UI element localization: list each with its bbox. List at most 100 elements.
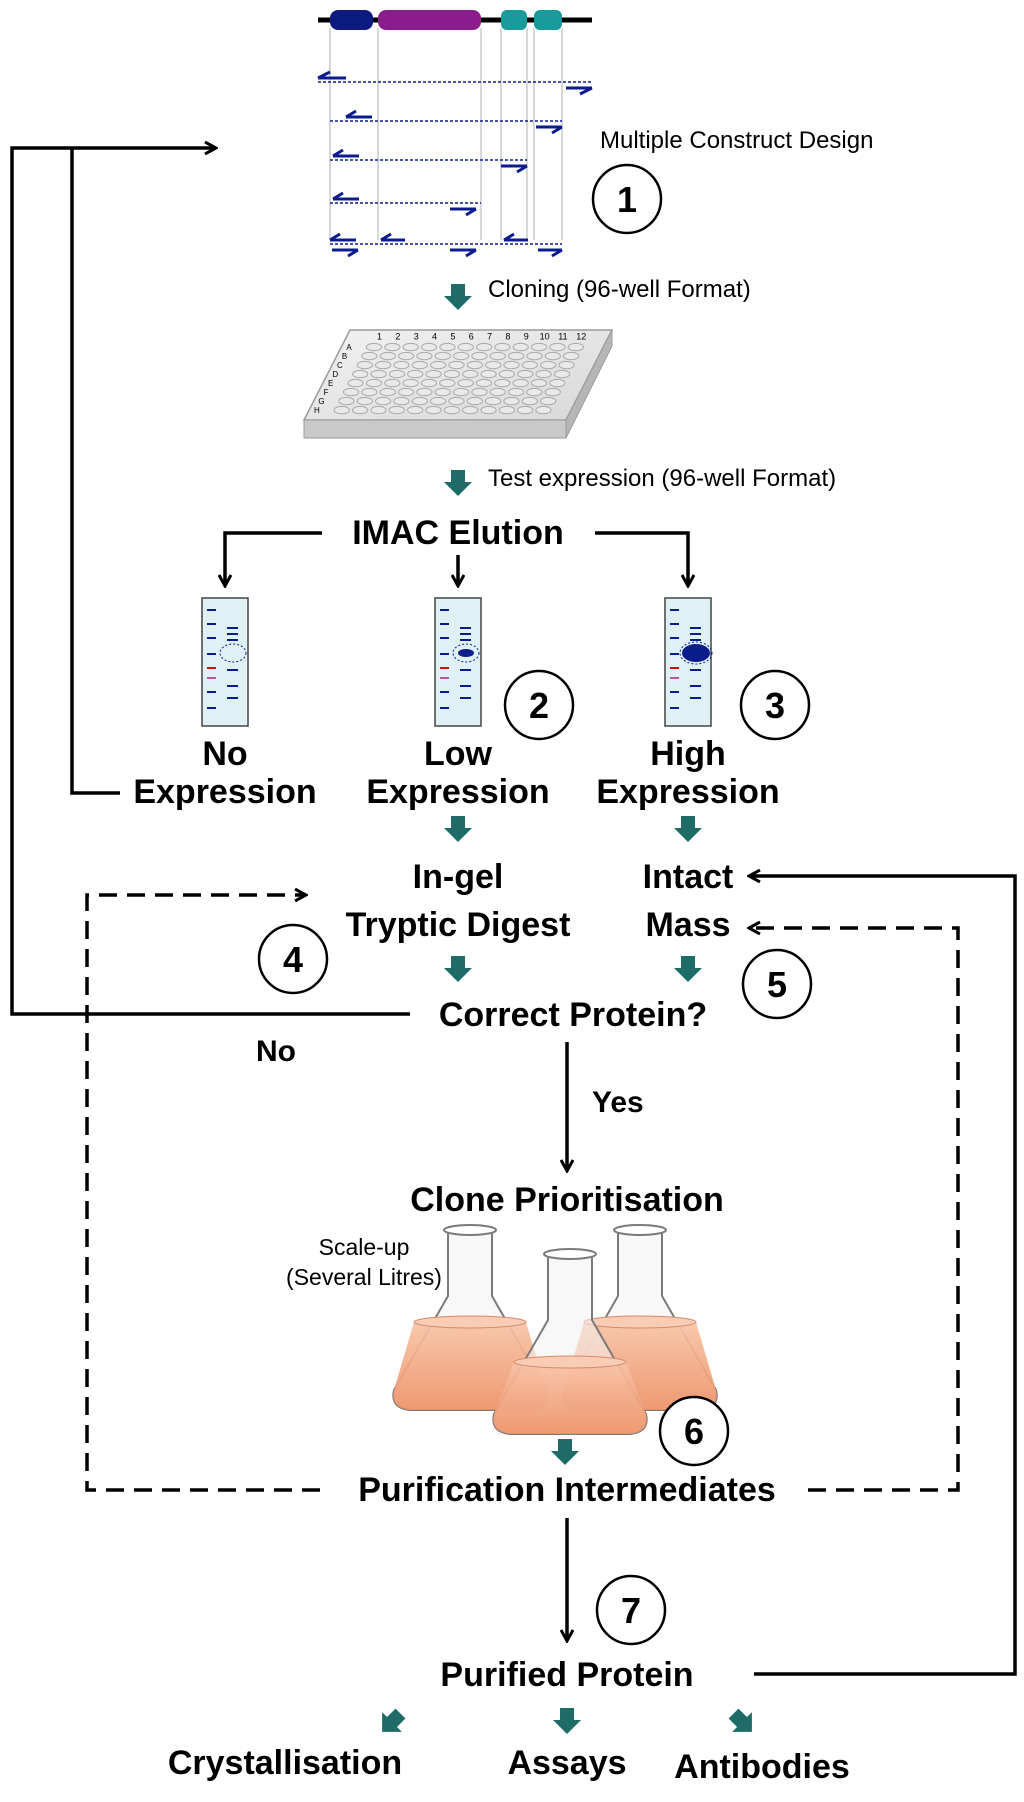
plate-column-number: 8 bbox=[505, 331, 510, 341]
plate-well bbox=[443, 405, 460, 415]
construct-map-icon bbox=[317, 10, 593, 258]
high-expression-line2: Expression bbox=[596, 773, 779, 811]
plate-well bbox=[453, 351, 470, 361]
plate-well bbox=[498, 369, 515, 379]
plate-well bbox=[494, 342, 511, 352]
plate-well bbox=[352, 369, 369, 379]
plate-column-number: 5 bbox=[450, 331, 455, 341]
plate-well bbox=[453, 387, 470, 397]
plate-well bbox=[476, 342, 493, 352]
plate-column-number: 1 bbox=[377, 331, 382, 341]
plate-well bbox=[407, 369, 424, 379]
plate-well bbox=[489, 351, 506, 361]
step-6-badge: 6 bbox=[658, 1395, 730, 1467]
step-4-number: 4 bbox=[283, 939, 303, 980]
plate-well bbox=[512, 342, 529, 352]
scale-up-line2: (Several Litres) bbox=[286, 1264, 442, 1290]
plate-well bbox=[526, 351, 543, 361]
plate-well bbox=[503, 360, 520, 370]
flask-to-purification-arrow-icon bbox=[551, 1439, 579, 1465]
plate-well bbox=[563, 351, 580, 361]
cloning-label: Cloning (96-well Format) bbox=[488, 276, 751, 303]
no-expression-line1: No bbox=[202, 735, 247, 773]
step-7-number: 7 bbox=[621, 1590, 641, 1631]
yes-decision-label: Yes bbox=[592, 1086, 644, 1119]
plate-well bbox=[375, 396, 392, 406]
plate-well bbox=[425, 405, 442, 415]
gel-high-expression bbox=[664, 597, 713, 727]
plate-well bbox=[398, 351, 415, 361]
high-to-mass-arrow-icon bbox=[674, 816, 702, 842]
plate-well bbox=[370, 405, 387, 415]
plate-column-number: 4 bbox=[432, 331, 437, 341]
purification-intermediates-label: Purification Intermediates bbox=[358, 1471, 776, 1509]
plate-well bbox=[503, 396, 520, 406]
plate-well bbox=[411, 396, 428, 406]
gel-low-expression bbox=[434, 597, 482, 727]
plate-column-number: 3 bbox=[414, 331, 419, 341]
plate-row-letter: A bbox=[346, 343, 352, 352]
intact-mass-line1: Intact bbox=[643, 858, 734, 896]
high-expression-line1: High bbox=[650, 735, 726, 773]
gel-no-expression bbox=[201, 597, 249, 727]
imac-elution-label: IMAC Elution bbox=[352, 514, 564, 552]
test-expression-arrow-icon bbox=[444, 470, 472, 496]
to-crystallisation-arrow-icon bbox=[372, 1703, 411, 1742]
plate-well bbox=[370, 369, 387, 379]
plate-well bbox=[379, 387, 396, 397]
plate-well bbox=[434, 351, 451, 361]
plate-well bbox=[507, 387, 525, 397]
plate-well bbox=[512, 378, 529, 388]
plate-well bbox=[388, 405, 405, 415]
plate-well bbox=[558, 360, 575, 370]
plate-well bbox=[517, 405, 534, 415]
plate-well bbox=[384, 378, 401, 388]
intact-mass-line2: Mass bbox=[645, 906, 730, 944]
scale-up-line1: Scale-up bbox=[319, 1234, 410, 1260]
plate-well bbox=[462, 405, 479, 415]
plate-well bbox=[448, 396, 465, 406]
step-7-badge: 7 bbox=[595, 1574, 667, 1646]
plate-well bbox=[530, 378, 548, 388]
construct-design-label: Multiple Construct Design bbox=[600, 127, 873, 154]
plate-well bbox=[448, 360, 465, 370]
plate-well bbox=[407, 405, 424, 415]
plate-row-letter: C bbox=[337, 361, 343, 370]
plate-well bbox=[365, 342, 383, 352]
plate-well bbox=[361, 351, 378, 361]
plate-well bbox=[540, 396, 557, 406]
plate-well bbox=[498, 405, 515, 415]
low-expression-line2: Expression bbox=[366, 773, 549, 811]
cloning-arrow-icon bbox=[444, 284, 472, 310]
plate-well bbox=[443, 369, 460, 379]
plate-well bbox=[471, 351, 488, 361]
plate-well bbox=[535, 369, 552, 379]
plate-well bbox=[420, 342, 438, 352]
plate-well bbox=[466, 360, 483, 370]
test-expression-label: Test expression (96-well Format) bbox=[488, 465, 836, 492]
plate-well bbox=[567, 342, 584, 352]
flask-center bbox=[492, 1248, 648, 1435]
step-2-number: 2 bbox=[529, 685, 549, 726]
plate-well bbox=[494, 378, 511, 388]
plate-well bbox=[402, 378, 419, 388]
step-3-badge: 3 bbox=[739, 669, 811, 741]
plate-well bbox=[361, 387, 378, 397]
to-antibodies-arrow-icon bbox=[723, 1703, 762, 1742]
plate-well bbox=[485, 396, 502, 406]
to-assays-arrow-icon bbox=[553, 1708, 581, 1734]
plate-well bbox=[379, 351, 396, 361]
plate-well bbox=[535, 405, 552, 415]
plate-well bbox=[342, 387, 360, 397]
plate-well bbox=[430, 360, 447, 370]
plate-well bbox=[480, 405, 497, 415]
plate-well bbox=[393, 396, 410, 406]
plate-well bbox=[517, 369, 534, 379]
plate-well bbox=[411, 360, 428, 370]
ingel-digest-line2: Tryptic Digest bbox=[346, 906, 571, 944]
step-5-badge: 5 bbox=[741, 948, 813, 1020]
plate-column-number: 10 bbox=[540, 331, 550, 341]
plate-row-letter: H bbox=[314, 406, 320, 415]
